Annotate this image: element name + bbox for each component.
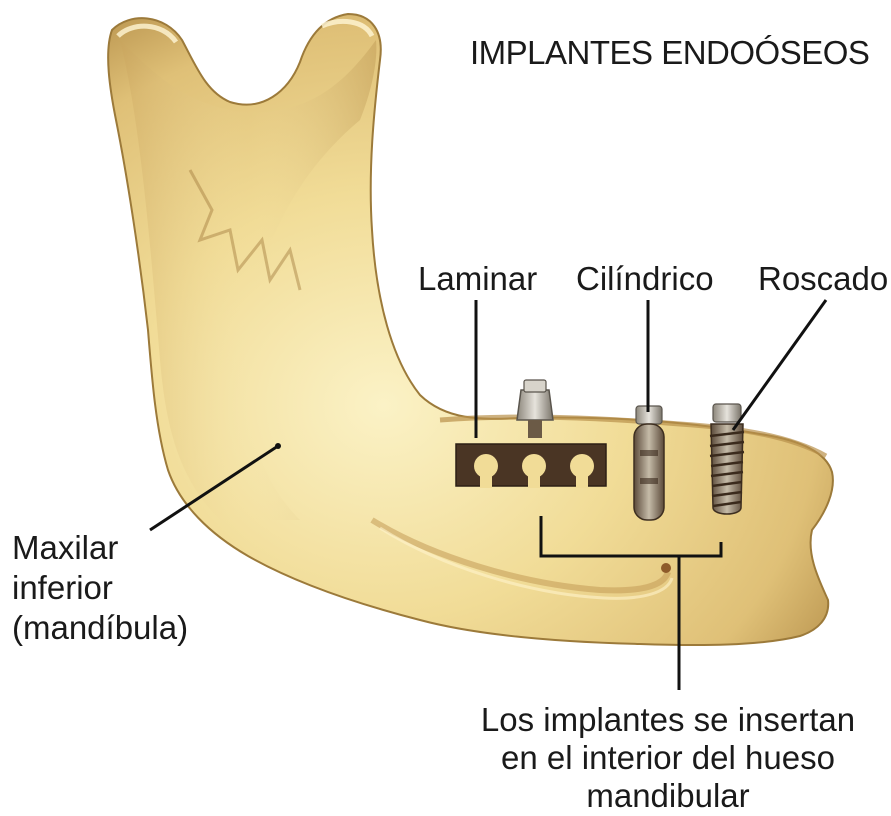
- label-laminar: Laminar: [418, 262, 537, 295]
- label-cylindrical: Cilíndrico: [576, 262, 714, 295]
- caption-line-2: en el interior del hueso: [468, 738, 868, 778]
- cylindrical-implant: [634, 406, 664, 520]
- label-bone-line-2: inferior: [12, 568, 113, 608]
- leader-line-threaded: [733, 300, 826, 430]
- diagram-title: IMPLANTES ENDOÓSEOS: [470, 36, 869, 69]
- leader-dot-bone: [275, 443, 281, 449]
- label-threaded: Roscado: [758, 262, 888, 295]
- caption-line-1: Los implantes se insertan: [468, 700, 868, 740]
- label-bone-line-3: (mandíbula): [12, 608, 188, 648]
- label-bone-line-1: Maxilar: [12, 528, 118, 568]
- caption-line-3: mandibular: [468, 776, 868, 816]
- mental-foramen: [661, 563, 671, 573]
